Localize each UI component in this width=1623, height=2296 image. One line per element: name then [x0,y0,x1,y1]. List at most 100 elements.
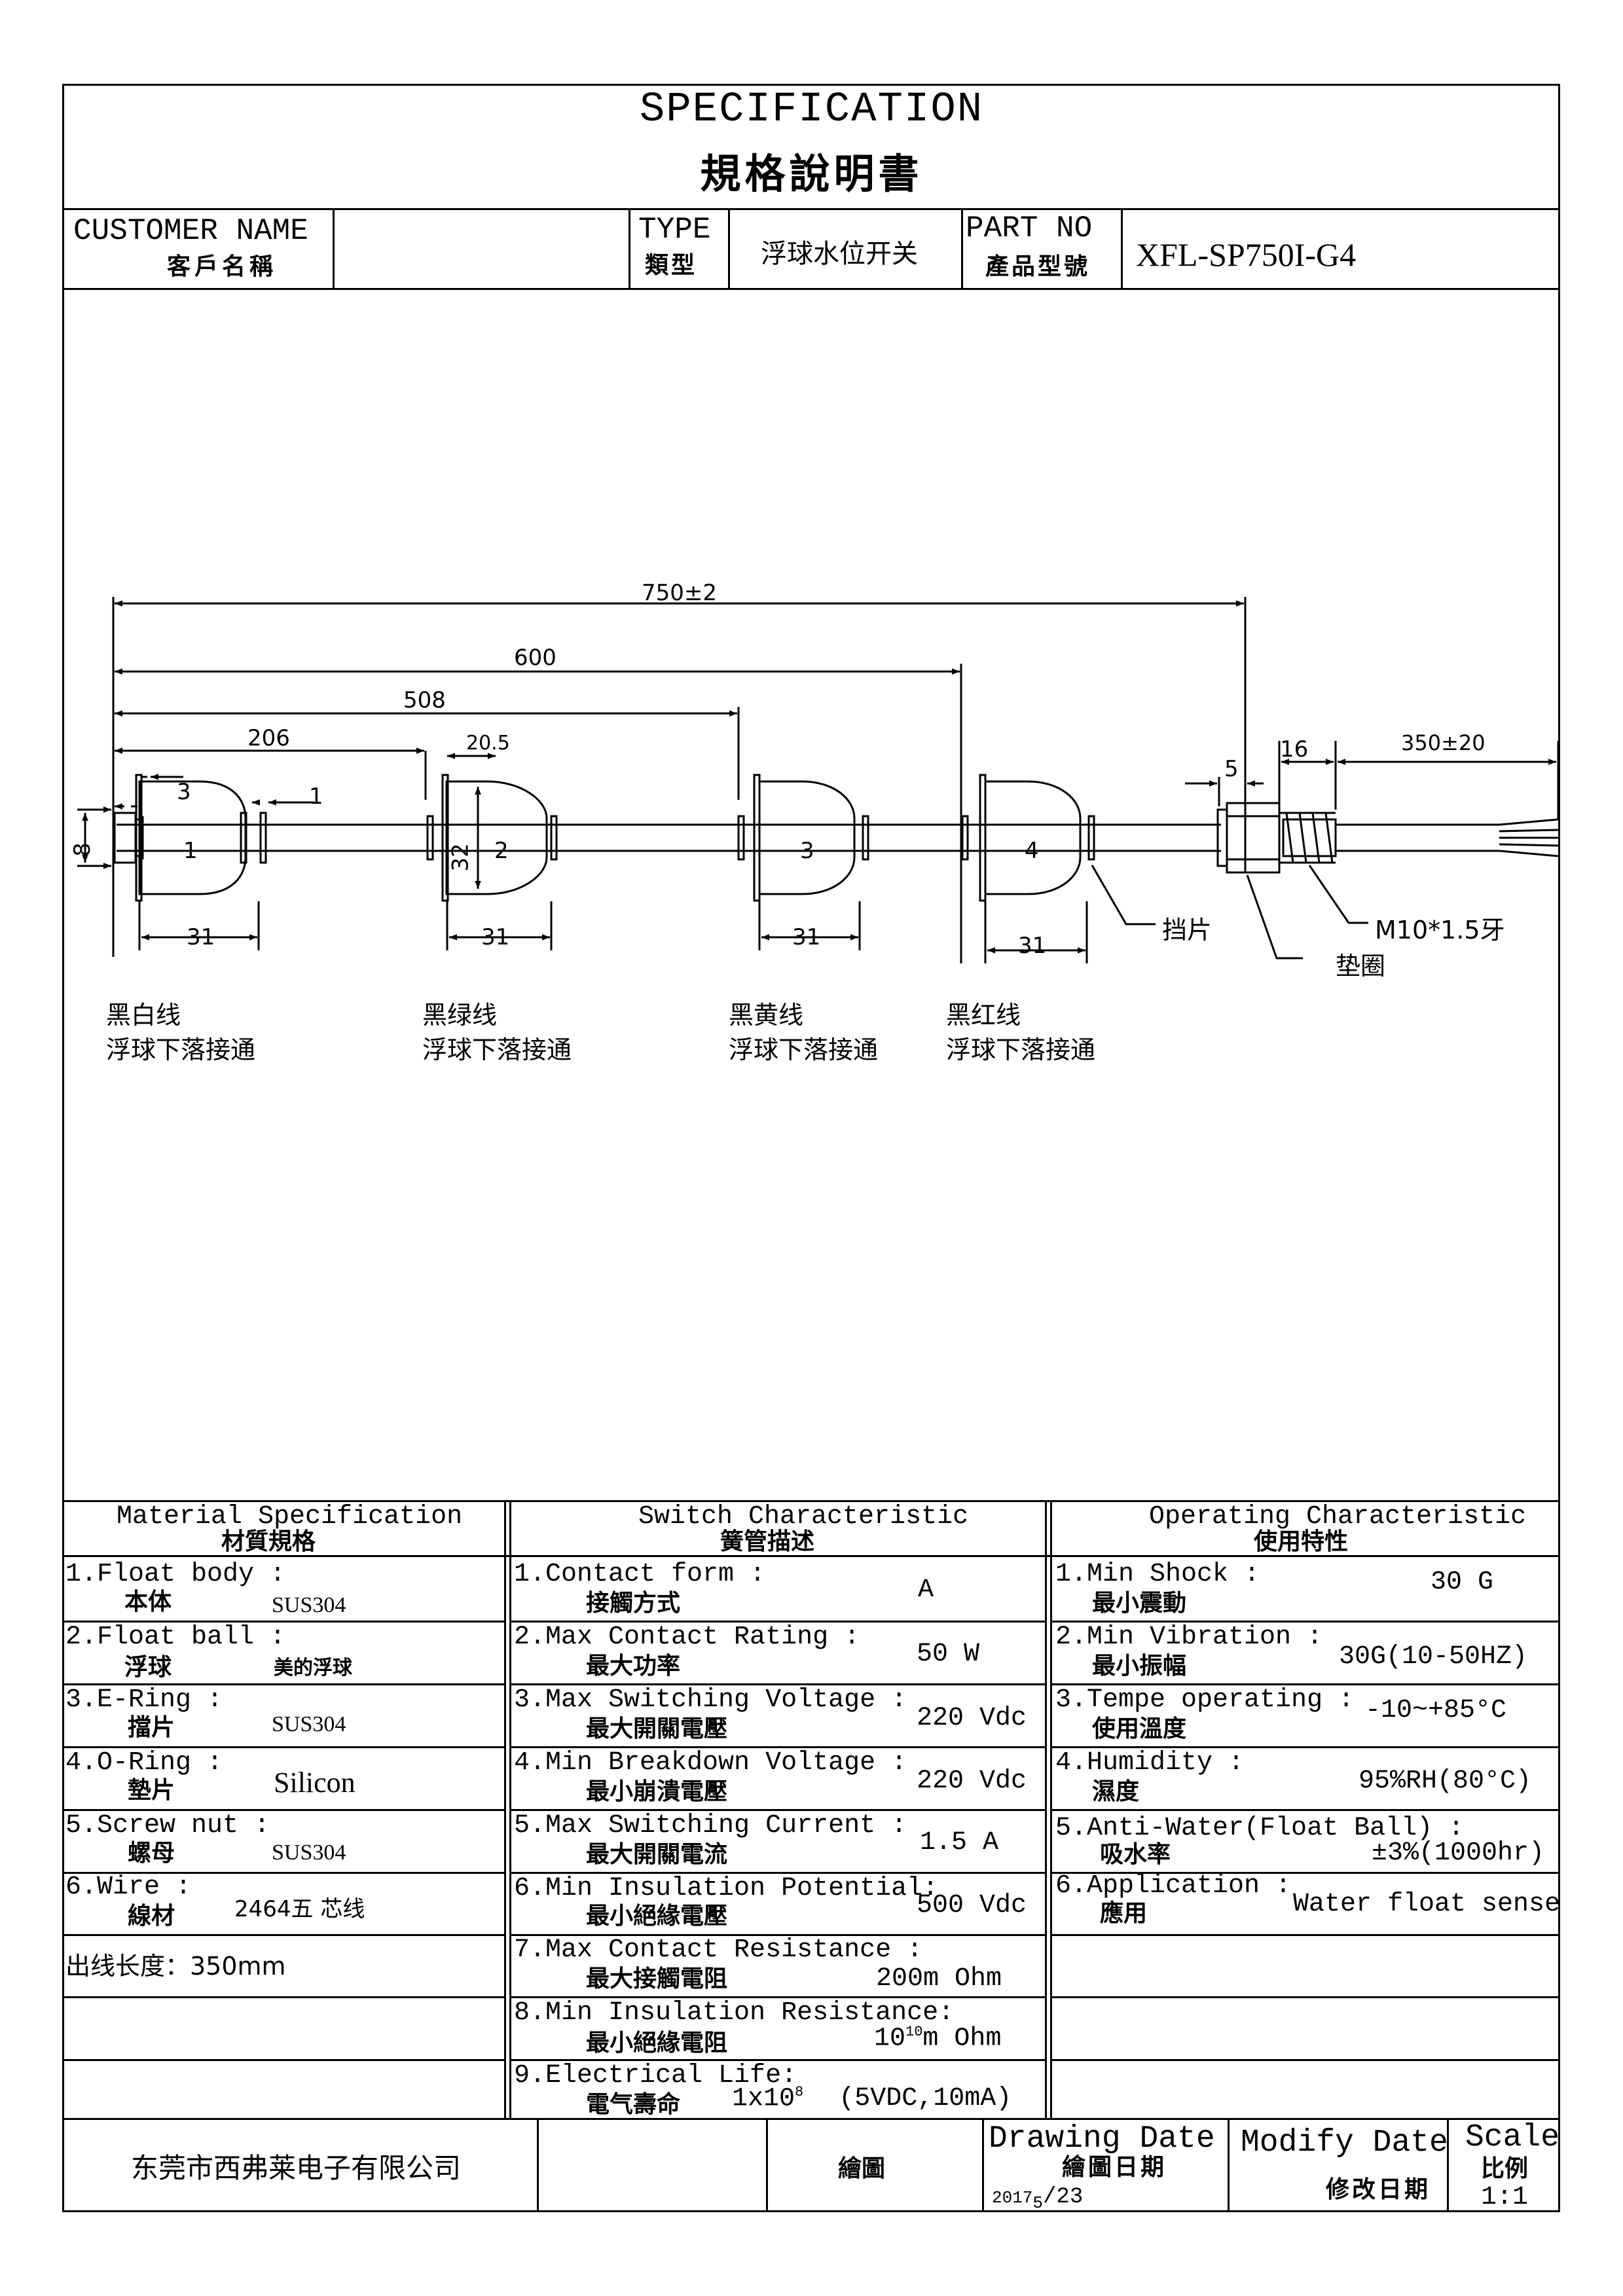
drawing-date-year: 2017 [992,2188,1033,2208]
sw-8-value-unit: m Ohm [922,2024,1002,2054]
type-value: 浮球水位开关 [761,239,918,269]
sw-row-line-8 [509,2059,1047,2061]
operating-header-en: Operating Characteristic [1149,1502,1527,1532]
mat-row-line-4 [62,1809,505,1811]
sw-5-cn: 最大開關電流 [586,1841,728,1868]
modify-date-cn: 修改日期 [1326,2176,1431,2203]
drawing-date-day: /23 [1043,2185,1084,2210]
sw-6-en: 6.Min Insulation Potential: [514,1874,939,1903]
footer-col-5 [1447,2118,1449,2212]
footer-col-4 [1228,2118,1230,2212]
op-6-value: Water float sense [1293,1890,1561,1919]
sw-4-value: 220 Vdc [917,1767,1027,1796]
sw-9-value-unit: (5VDC,10mA) [839,2084,1012,2114]
footer-col-2 [766,2118,768,2212]
dim-20-5: 20.5 [466,732,510,755]
float-4-note: 浮球下落接通 [946,1035,1096,1064]
op-4-value: 95%RH(80°C) [1359,1767,1532,1796]
float-2-note: 浮球下落接通 [422,1035,572,1064]
mat-6-value: 2464五 芯线 [234,1896,365,1922]
mat-4-cn: 墊片 [128,1777,175,1804]
sw-row-line-4 [509,1809,1047,1811]
op-1-cn: 最小震動 [1092,1590,1187,1617]
header-col-4 [961,208,963,289]
sw-4-cn: 最小崩潰電壓 [586,1778,728,1805]
sw-7-en: 7.Max Contact Resistance : [514,1935,923,1965]
mat-row-line-8 [62,2059,505,2061]
type-label-cn: 類型 [645,252,698,279]
mat-1-cn: 本体 [124,1588,172,1615]
mat-2-value: 美的浮球 [274,1657,352,1679]
material-header-cn: 材質規格 [221,1528,316,1555]
sw-6-cn: 最小絕緣電壓 [586,1903,728,1929]
dim-8: 8 [69,842,96,857]
float-4-number: 4 [1025,838,1039,864]
mat-row-line-5 [62,1872,505,1874]
title-en: SPECIFICATION [639,86,984,134]
scale-value: 1:1 [1481,2183,1529,2212]
mat-5-en: 5.Screw nut : [65,1811,270,1840]
sw-8-cn: 最小絕緣電阻 [586,2030,728,2056]
op-1-value: 30 G [1431,1568,1494,1597]
mat-1-en: 1.Float body : [65,1560,286,1589]
op-2-value: 30G(10-50HZ) [1339,1642,1528,1672]
op-3-cn: 使用溫度 [1092,1715,1187,1742]
float-3-number: 3 [800,838,814,864]
customer-label-cn: 客戶名稱 [167,253,278,280]
op-row-line-5 [1050,1872,1560,1874]
mat-5-cn: 螺母 [128,1840,175,1867]
dim-float2-width: 31 [481,924,510,950]
technical-drawing [77,597,1559,963]
sw-1-value: A [918,1575,934,1605]
header-divider-bottom [62,288,1560,290]
sw-3-cn: 最大開關電壓 [586,1715,728,1742]
sw-9-cn: 電气壽命 [586,2091,681,2118]
sw-3-value: 220 Vdc [917,1704,1027,1733]
op-row-line-8 [1050,2059,1560,2061]
op-row-line-2 [1050,1683,1560,1685]
drawing-date-month: 5 [1032,2193,1044,2213]
part-number-value: XFL-SP750I-G4 [1136,236,1357,273]
footer-col-3 [982,2118,984,2212]
mat-row-line-7 [62,1996,505,1998]
switch-header-cn: 簧管描述 [720,1528,815,1555]
callout-gasket: 垫圈 [1336,952,1386,980]
mat-6-en: 6.Wire : [65,1873,192,1902]
mat-2-en: 2.Float ball : [65,1623,286,1652]
dim-508: 508 [403,687,446,713]
dim-float4-width: 31 [1018,933,1047,959]
sw-row-line-2 [509,1683,1047,1685]
float-3-note: 浮球下落接通 [729,1035,879,1064]
sw-row-line-6 [509,1934,1047,1936]
sw-2-value: 50 W [917,1640,980,1669]
op-row-line-4 [1050,1809,1560,1811]
header-col-5 [1121,208,1123,289]
mat-4-value: Silicon [274,1767,356,1799]
dim-wire-length: 350±20 [1401,730,1486,755]
dim-5: 5 [1224,756,1239,782]
mat-3-en: 3.E-Ring : [65,1685,223,1715]
mat-row-line-6 [62,1934,505,1936]
dim-float3-width: 31 [792,924,821,950]
sw-1-cn: 接觸方式 [586,1590,681,1617]
op-row-line-1 [1050,1621,1560,1623]
callout-thread: M10*1.5牙 [1375,916,1505,944]
sw-7-cn: 最大接觸電阻 [586,1965,728,1992]
op-3-en: 3.Tempe operating : [1055,1685,1355,1715]
sw-7-value: 200m Ohm [876,1964,1002,1994]
float-2-number: 2 [494,838,509,864]
footer-col-1 [537,2118,539,2212]
sw-5-en: 5.Max Switching Current : [514,1811,907,1840]
op-row-line-6 [1050,1934,1560,1936]
dim-206: 206 [247,725,290,751]
spec-header-bottom [62,1555,1560,1557]
sw-row-line-5 [509,1872,1047,1874]
dim-1: 1 [309,783,323,810]
header-divider-top [62,208,1560,210]
dim-16: 16 [1280,736,1309,762]
customer-label-en: CUSTOMER NAME [73,214,308,248]
op-5-value: ±3%(1000hr) [1372,1839,1545,1868]
sw-6-value: 500 Vdc [917,1891,1027,1920]
page-frame [62,84,1560,2212]
modify-date-en: Modify Date [1241,2125,1448,2161]
